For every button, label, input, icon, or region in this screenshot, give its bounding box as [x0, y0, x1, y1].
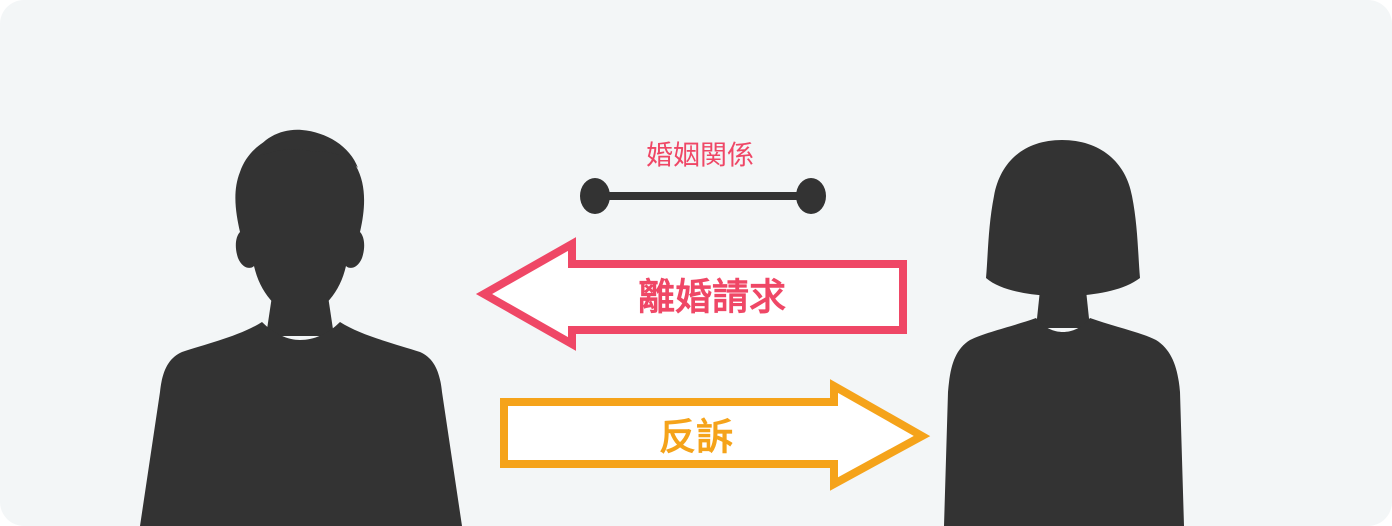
marriage-relation-label: 婚姻関係 [646, 140, 754, 172]
divorce-claim-label: 離婚請求 [638, 275, 786, 319]
marriage-connector [580, 178, 826, 214]
woman-silhouette-icon [944, 140, 1184, 526]
counterclaim-arrow [500, 379, 931, 491]
counterclaim-label: 反訴 [659, 415, 733, 459]
connector-endpoint-left [580, 178, 610, 214]
connector-endpoint-right [796, 178, 826, 214]
divorce-claim-arrow [475, 237, 907, 351]
man-silhouette-icon [140, 129, 462, 526]
